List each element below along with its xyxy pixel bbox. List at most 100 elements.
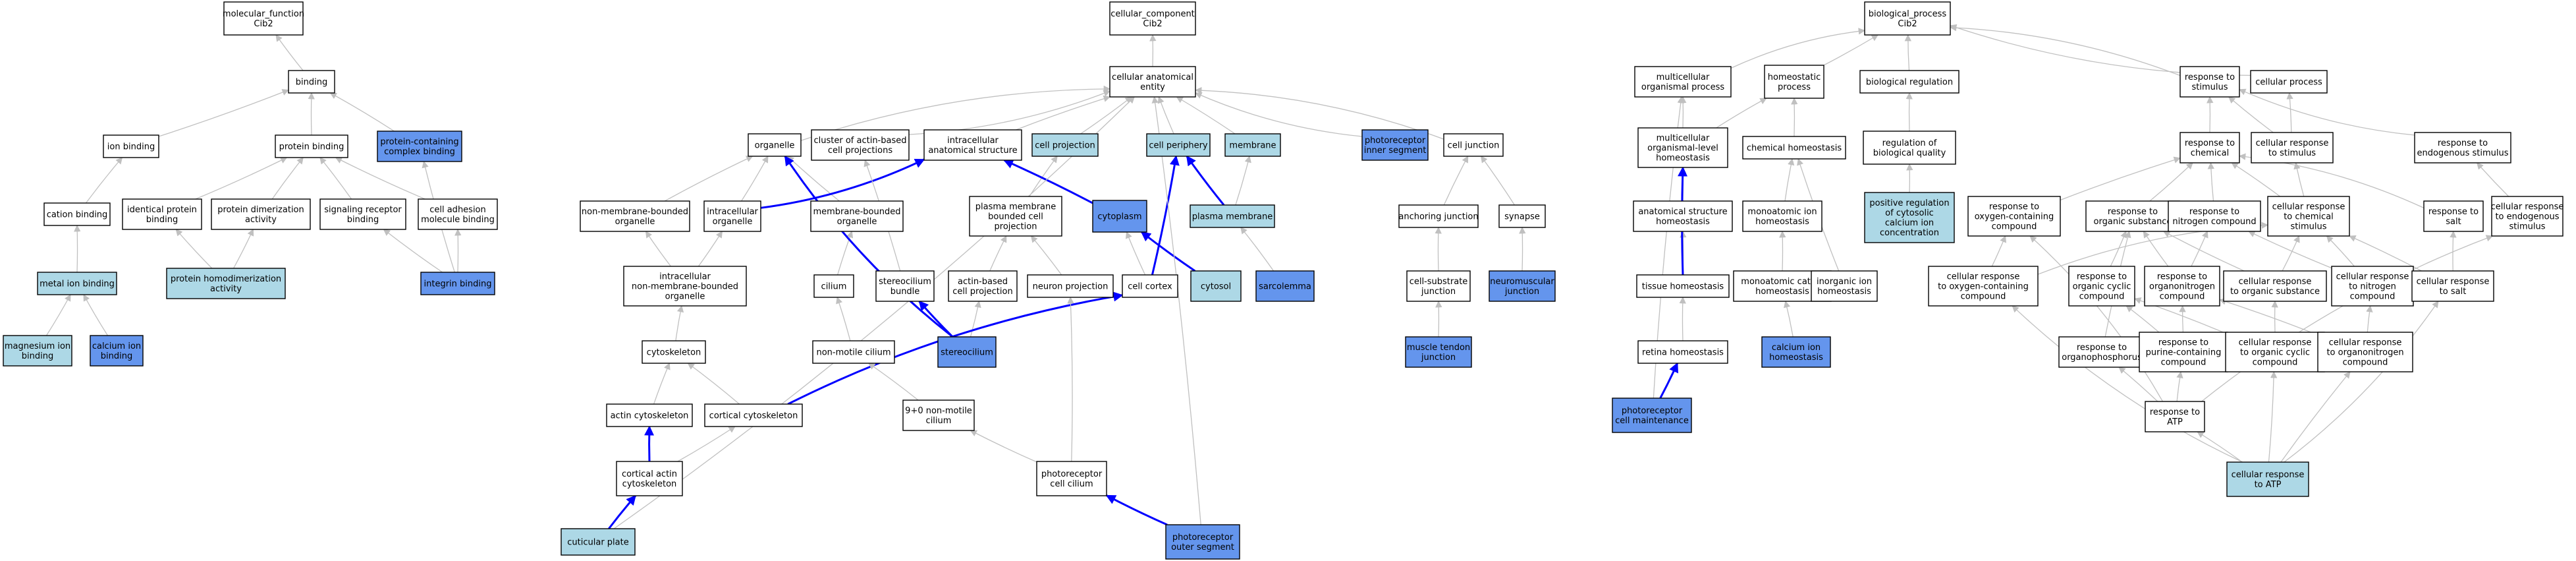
node-label-line: response to <box>2157 272 2207 282</box>
node-cilium[interactable]: cilium <box>813 274 854 298</box>
node-sarcolemma[interactable]: sarcolemma <box>1255 270 1315 302</box>
node-cell-projection[interactable]: cell projection <box>1031 133 1099 157</box>
node-organelle[interactable]: organelle <box>748 133 802 157</box>
node-biological-regulation[interactable]: biological regulation <box>1859 70 1959 94</box>
node-retina-homeostasis[interactable]: retina homeostasis <box>1637 340 1728 364</box>
node-box <box>418 198 498 230</box>
node-box <box>1224 133 1281 157</box>
node-neuron-projection[interactable]: neuron projection <box>1027 274 1114 298</box>
node-tissue-homeostasis[interactable]: tissue homeostasis <box>1636 274 1730 298</box>
node-binding[interactable]: binding <box>288 70 335 94</box>
node-anchoring-junction[interactable]: anchoring junction <box>1398 204 1479 228</box>
node-membrane[interactable]: membrane <box>1224 133 1281 157</box>
node-actin-cytoskeleton[interactable]: actin cytoskeleton <box>606 403 693 427</box>
node-chemical-homeostasis[interactable]: chemical homeostasis <box>1742 136 1846 160</box>
node-label-line: calcium ion <box>1885 218 1934 228</box>
node-cuticular-plate[interactable]: cuticular plate <box>561 528 636 556</box>
node-cation-binding[interactable]: cation binding <box>43 202 111 226</box>
node-intracellular-nonmembrane-organelle[interactable]: intracellularnon-membrane-boundedorganel… <box>623 266 747 307</box>
node-cytosol[interactable]: cytosol <box>1190 270 1242 302</box>
node-integrin-binding[interactable]: integrin binding <box>420 272 495 295</box>
node-cell-cortex[interactable]: cell cortex <box>1122 274 1178 298</box>
node-stereocilium[interactable]: stereocilium <box>937 336 997 368</box>
node-cytoskeleton[interactable]: cytoskeleton <box>642 340 706 364</box>
node-cytoplasm[interactable]: cytoplasm <box>1092 200 1147 233</box>
node-cellular-process[interactable]: cellular process <box>2250 70 2328 94</box>
node-metal-ion-binding[interactable]: metal ion binding <box>37 272 117 295</box>
node-ion-binding[interactable]: ion binding <box>103 134 159 158</box>
node-synapse[interactable]: synapse <box>1498 204 1546 228</box>
node-cortical-cytoskeleton[interactable]: cortical cytoskeleton <box>704 403 803 427</box>
node-label-line: identical protein <box>127 205 197 215</box>
node-cell-junction[interactable]: cell junction <box>1443 133 1504 157</box>
node-non-motile-cilium[interactable]: non-motile cilium <box>812 340 895 364</box>
node-box <box>811 129 910 161</box>
node-label-line: biological regulation <box>1866 78 1953 88</box>
node-protein-binding[interactable]: protein binding <box>275 134 348 158</box>
edge-organelle-to-cellular_anatomical_entity <box>800 85 1111 141</box>
node-cell-periphery[interactable]: cell periphery <box>1146 133 1211 157</box>
node-plasma-membrane[interactable]: plasma membrane <box>1190 204 1275 228</box>
